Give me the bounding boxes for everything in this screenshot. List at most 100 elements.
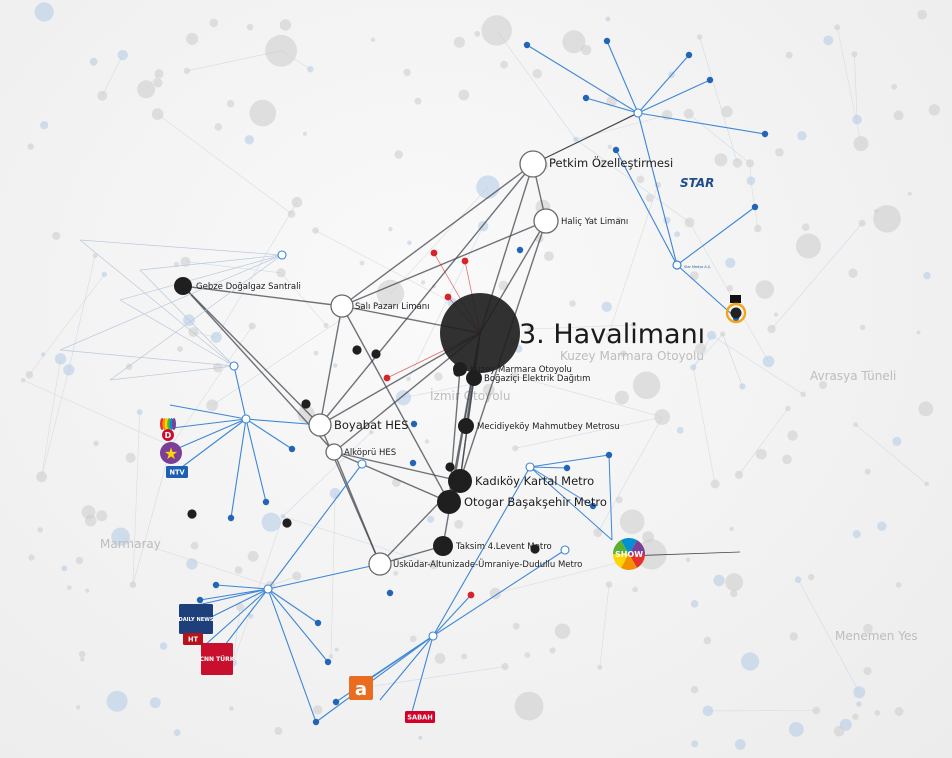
company-node[interactable] — [563, 464, 571, 472]
holding-node[interactable] — [229, 361, 239, 371]
company-node[interactable] — [332, 698, 340, 706]
partner-node[interactable] — [383, 374, 391, 382]
node-circle[interactable] — [448, 469, 472, 493]
holding-node[interactable] — [525, 462, 535, 472]
media-logo-ahaber[interactable]: a — [349, 676, 373, 700]
company-node[interactable] — [288, 445, 296, 453]
project-node-star_hub[interactable]: Star Medya A.Ş. — [672, 260, 711, 270]
holding-node[interactable] — [277, 250, 287, 260]
node-circle[interactable] — [672, 260, 682, 270]
project-node-small[interactable] — [352, 345, 362, 355]
project-node-halic[interactable]: Haliç Yat Limanı — [533, 208, 628, 234]
media-logo-show[interactable]: SHOW — [613, 538, 645, 570]
node-circle[interactable] — [174, 277, 192, 295]
media-logo-cnnturk[interactable]: CNN TÜRK — [200, 643, 235, 675]
holding-node[interactable] — [263, 584, 273, 594]
media-logo-sabah-ring[interactable] — [725, 295, 747, 324]
company-node[interactable] — [262, 498, 270, 506]
media-logo-dailynews[interactable]: DAILY NEWS — [178, 604, 214, 634]
node-circle[interactable] — [325, 443, 343, 461]
company-node[interactable] — [409, 459, 417, 467]
media-logo-kanal_d[interactable]: D — [160, 418, 176, 441]
node-circle[interactable] — [453, 362, 467, 376]
background-node — [52, 231, 61, 240]
node-circle[interactable] — [533, 208, 559, 234]
project-node-small[interactable] — [301, 399, 311, 409]
media-logo-star_tv[interactable]: ★ — [160, 442, 182, 464]
company-node[interactable] — [410, 420, 418, 428]
project-node-small[interactable] — [371, 349, 381, 359]
company-node[interactable] — [761, 130, 769, 138]
company-node[interactable] — [312, 718, 320, 726]
company-node[interactable] — [589, 502, 597, 510]
node-circle[interactable] — [330, 294, 354, 318]
project-node-otogar[interactable]: Otogar Başakşehir Metro — [437, 490, 607, 514]
node-circle[interactable] — [308, 413, 332, 437]
company-node[interactable] — [582, 94, 590, 102]
project-node-boyabat[interactable]: Boyabat HES — [308, 413, 409, 437]
company-node[interactable] — [314, 619, 322, 627]
holding-node[interactable] — [241, 414, 251, 424]
node-circle[interactable] — [519, 150, 547, 178]
holding-node[interactable] — [357, 459, 367, 469]
company-node[interactable] — [523, 41, 531, 49]
project-node-mahmutbey[interactable]: Mecidiyeköy Mahmutbey Metrosu — [458, 418, 620, 434]
project-node-salipazari[interactable]: Salı Pazarı Limanı — [330, 294, 430, 318]
company-node[interactable] — [706, 76, 714, 84]
project-node-kadikoy[interactable]: Kadıköy Kartal Metro — [448, 469, 594, 493]
node-circle[interactable] — [466, 370, 482, 386]
node-circle[interactable] — [433, 536, 453, 556]
background-node — [907, 191, 912, 196]
node-circle[interactable] — [458, 418, 474, 434]
company-node[interactable] — [612, 146, 620, 154]
ownership-edge — [267, 563, 381, 590]
node-circle[interactable] — [368, 552, 392, 576]
company-node[interactable] — [516, 246, 524, 254]
media-logo-haberturk[interactable]: HT — [183, 633, 203, 645]
project-node-small[interactable] — [530, 544, 540, 554]
node-circle[interactable] — [440, 293, 520, 373]
project-node-alkopru[interactable]: Alköprü HES — [325, 443, 396, 461]
company-node[interactable] — [212, 581, 220, 589]
company-node[interactable] — [751, 203, 759, 211]
background-edge — [854, 54, 858, 120]
project-node-kuzey[interactable]: Kuzey Marmara Otoyolu — [453, 362, 572, 376]
partner-node[interactable] — [430, 249, 438, 257]
partner-node[interactable] — [467, 591, 475, 599]
media-logo-sabah[interactable]: SABAH — [405, 711, 435, 723]
partner-node[interactable] — [461, 257, 469, 265]
media-logo-star[interactable]: STAR — [680, 176, 714, 190]
project-node-petkim[interactable]: Petkim Özelleştirmesi — [519, 150, 673, 178]
background-node — [429, 559, 439, 570]
background-edge — [836, 27, 862, 144]
background-node — [620, 350, 627, 357]
company-node[interactable] — [685, 51, 693, 59]
company-node[interactable] — [196, 596, 204, 604]
project-node-uskudar[interactable]: Üsküdar-Altunizade-Ümraniye-Dudullu Metr… — [368, 552, 582, 576]
background-node — [877, 521, 887, 531]
background-node — [93, 440, 99, 447]
company-node[interactable] — [386, 589, 394, 597]
background-node — [461, 653, 468, 660]
project-node-small[interactable] — [445, 462, 455, 472]
project-node-taksim[interactable]: Taksim 4.Levent Metro — [433, 536, 552, 556]
project-node-dagitim[interactable]: Boğaziçi Elektrik Dağıtım — [466, 370, 590, 386]
ownership-edge — [315, 635, 434, 723]
holding-node[interactable] — [633, 108, 643, 118]
media-logo-ntv[interactable]: NTV — [166, 466, 188, 478]
company-node[interactable] — [605, 451, 613, 459]
holding-node[interactable] — [560, 545, 570, 555]
background-edge — [330, 493, 336, 657]
node-circle[interactable] — [437, 490, 461, 514]
holding-node[interactable] — [428, 631, 438, 641]
project-node-small[interactable] — [282, 518, 292, 528]
company-node[interactable] — [227, 514, 235, 522]
partner-node[interactable] — [444, 293, 452, 301]
background-node — [615, 496, 623, 504]
project-node-havalimani[interactable]: 3. Havalimanı — [440, 293, 705, 373]
background-node — [312, 227, 319, 234]
project-node-small[interactable] — [187, 509, 197, 519]
project-node-gebze[interactable]: Gebze Doğalgaz Santrali — [174, 277, 301, 295]
company-node[interactable] — [603, 37, 611, 45]
company-node[interactable] — [324, 658, 332, 666]
